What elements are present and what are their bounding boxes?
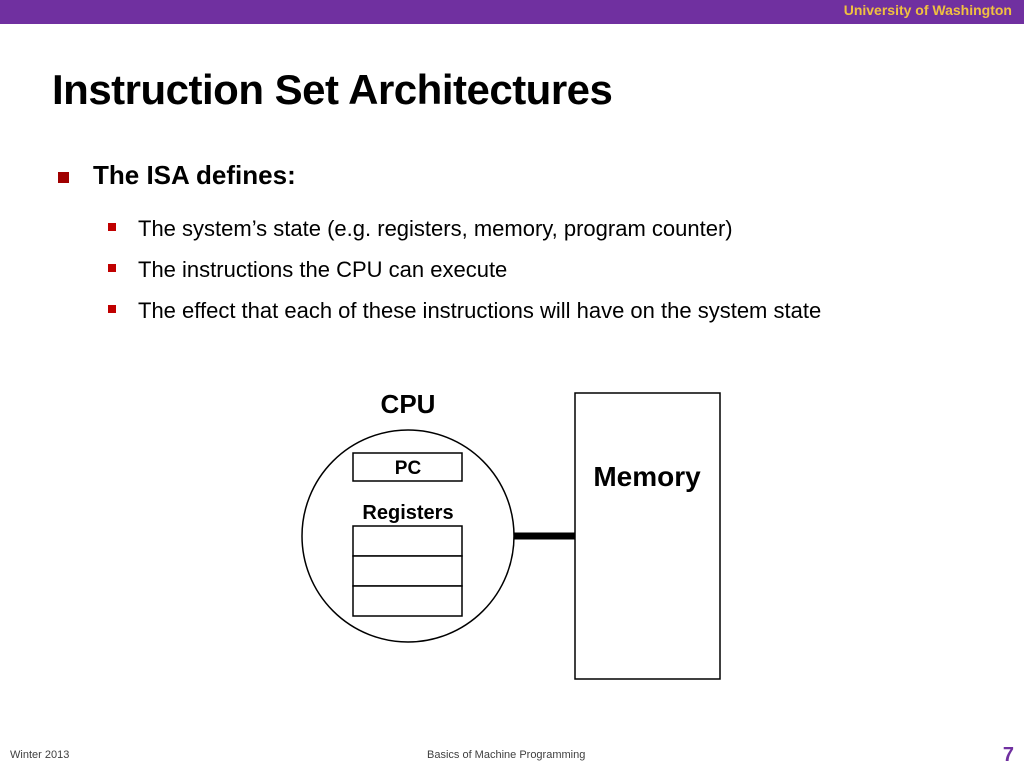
bullet-isa-defines: The ISA defines: (58, 160, 296, 191)
pc-register-box (352, 452, 463, 482)
header-bar: University of Washington (0, 0, 1024, 24)
square-bullet-icon (108, 304, 116, 313)
slide-title: Instruction Set Architectures (52, 66, 613, 113)
sub-bullet-effect: The effect that each of these instructio… (108, 290, 821, 331)
register-box (352, 585, 463, 617)
slide-number: 7 (1002, 744, 1014, 766)
sub-bullet-system-state: The system’s state (e.g. registers, memo… (108, 208, 821, 249)
cpu-label: CPU (381, 389, 436, 419)
register-box (352, 555, 463, 587)
square-bullet-icon (108, 263, 116, 272)
pc-label: PC (395, 458, 422, 479)
sub-bullet-text: The effect that each of these instructio… (138, 297, 822, 323)
sub-bullet-text: The instructions the CPU can execute (138, 256, 508, 282)
sub-bullet-text: The system’s state (e.g. registers, memo… (138, 215, 733, 241)
institution-name: University of Washington (843, 2, 1012, 18)
memory-label: Memory (593, 461, 701, 492)
register-box (352, 525, 463, 557)
square-bullet-icon (108, 222, 116, 231)
footer-course-title: Basics of Machine Programming (427, 749, 586, 761)
sub-bullet-list: The system’s state (e.g. registers, memo… (108, 208, 821, 331)
footer-term: Winter 2013 (10, 749, 70, 761)
memory-box (574, 392, 721, 680)
sub-bullet-instructions: The instructions the CPU can execute (108, 249, 821, 290)
registers-label: Registers (362, 502, 453, 524)
square-bullet-icon (58, 172, 69, 183)
bullet-text: The ISA defines: (93, 160, 296, 190)
